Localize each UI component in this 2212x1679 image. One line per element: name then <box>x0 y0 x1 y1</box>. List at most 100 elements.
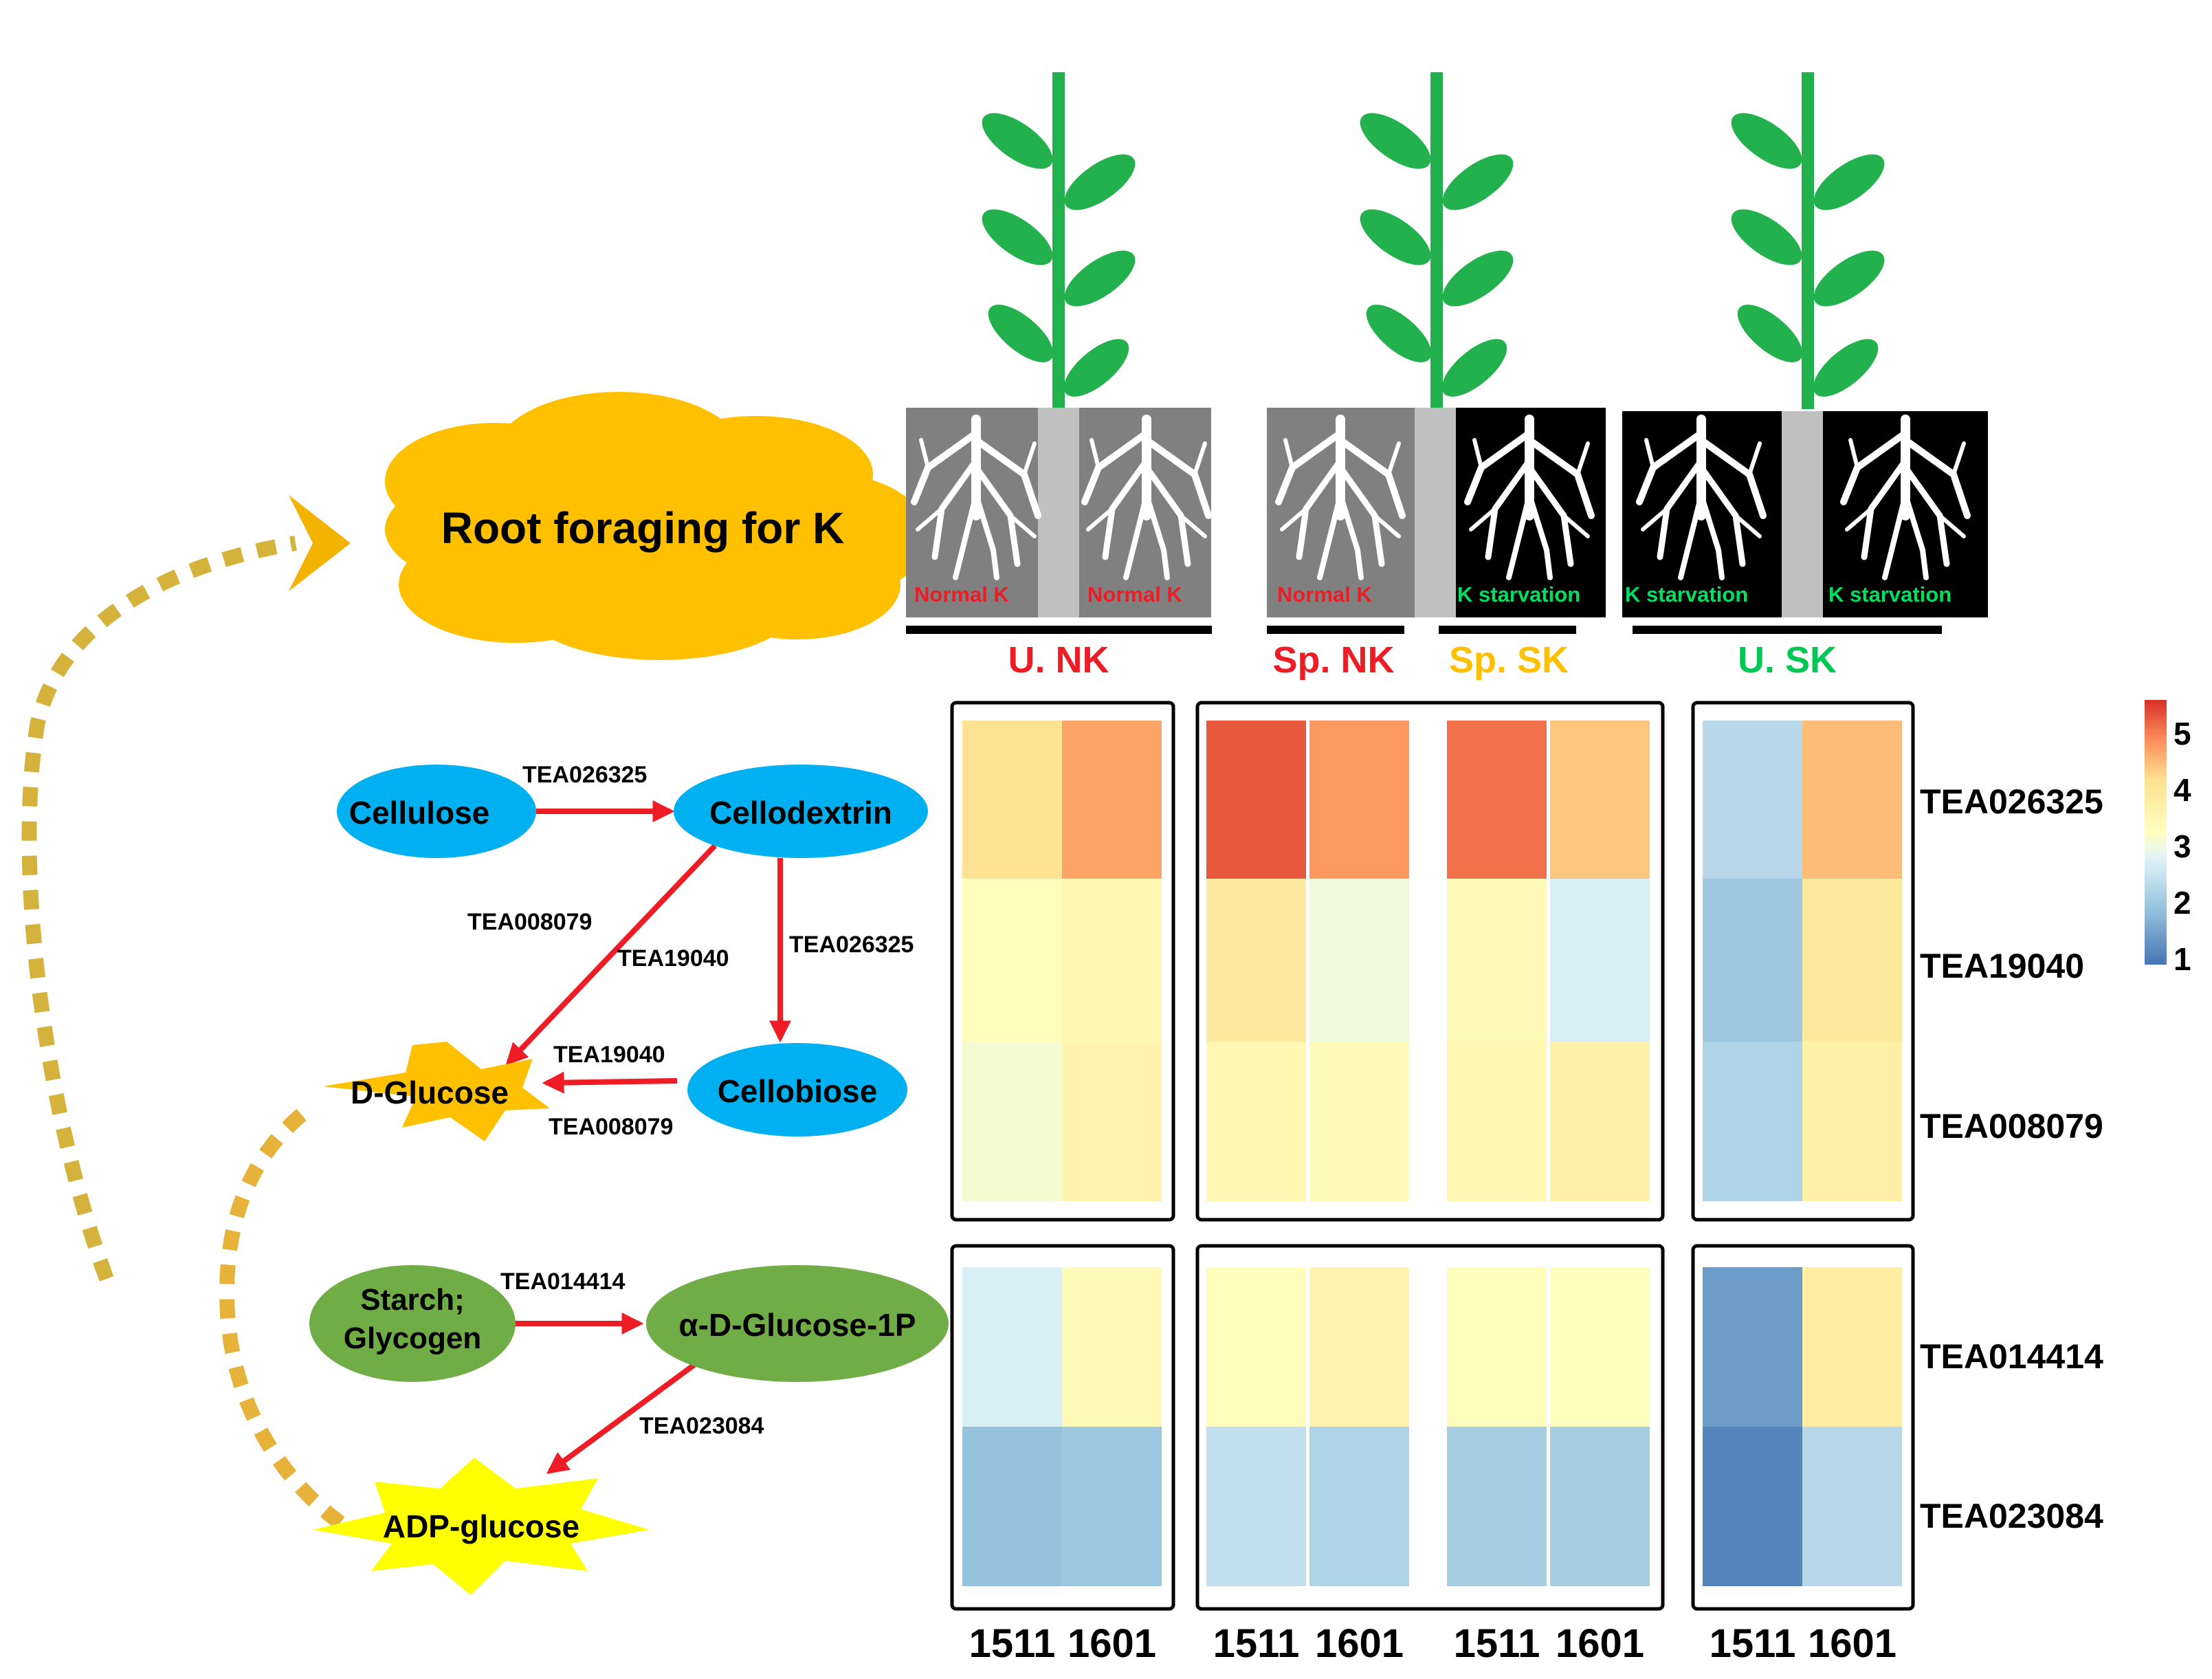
column-label: 1601 <box>1068 1621 1156 1666</box>
gene-label: TEA19040 <box>1920 947 2084 985</box>
heatmap-cell <box>1206 1427 1306 1586</box>
heatmap-cell <box>1550 1267 1650 1427</box>
gene-labels: TEA026325TEA19040TEA008079TEA014414TEA02… <box>1920 782 2103 1535</box>
heatmap-block-frame <box>1691 1244 1915 1611</box>
heatmap-block-frame <box>950 1244 1175 1611</box>
group-label-u-sk: U. SK <box>1738 639 1837 681</box>
heatmap-cell <box>1802 879 1902 1042</box>
heatmap-cell <box>1062 1267 1162 1427</box>
node-g1p-label: α-D-Glucose-1P <box>678 1307 916 1343</box>
dotted-arrowhead <box>289 495 351 591</box>
node-cellulose <box>337 765 536 858</box>
heatmap-cell <box>1309 879 1409 1042</box>
group-underline <box>906 626 1212 634</box>
group-underline <box>1267 626 1404 634</box>
node-dglucose <box>323 1042 550 1141</box>
group-label-sp-nk: Sp. NK <box>1272 639 1394 681</box>
heatmap-cell <box>1802 1427 1902 1586</box>
heatmap-cell <box>962 879 1062 1042</box>
group-underline <box>1439 626 1576 634</box>
heatmap-cell <box>1703 879 1802 1042</box>
heatmap-cell <box>1206 1042 1306 1201</box>
heatmap-block-frame <box>1195 1244 1665 1611</box>
pot-u-nk: Normal K Normal K <box>906 72 1211 617</box>
pot-left-label: Normal K <box>1277 582 1372 606</box>
arrow-cellodextrin-dglucose <box>505 844 717 1066</box>
edge-label: TEA008079 <box>549 1114 673 1140</box>
column-label: 1511 <box>969 1621 1056 1666</box>
colorbar <box>2145 700 2167 965</box>
column-label: 1601 <box>1808 1621 1896 1666</box>
node-cellobiose-label: Cellobiose <box>718 1073 878 1109</box>
plant-icon <box>1351 72 1523 409</box>
node-cellulose-label: Cellulose <box>349 795 490 831</box>
group-label-sp-sk: Sp. SK <box>1449 639 1569 681</box>
edge-label: TEA008079 <box>467 909 592 935</box>
plant-icon <box>1722 72 1894 409</box>
colorbar-tick-label: 4 <box>2174 772 2191 808</box>
heatmap-cell <box>1550 1042 1650 1201</box>
heatmap-cell <box>1309 1267 1409 1427</box>
heatmap-cell <box>1703 1427 1802 1586</box>
arrow-cellobiose-dglucose <box>542 1071 678 1094</box>
node-adpglucose-label: ADP-glucose <box>383 1508 579 1544</box>
heatmap-cell <box>1550 721 1650 879</box>
heatmap-cell <box>1309 1042 1409 1201</box>
edge-label: TEA19040 <box>553 1042 665 1068</box>
group-underline <box>1633 626 1942 634</box>
node-starch-label: Starch;Glycogen <box>344 1283 482 1355</box>
colorbar-tick-label: 3 <box>2174 828 2191 864</box>
pot-left-label: Normal K <box>914 582 1009 606</box>
edge-label: TEA023084 <box>639 1413 764 1439</box>
heatmap-cell <box>962 1267 1062 1427</box>
heatmap-block-frame <box>1691 701 1915 1222</box>
cloud-label: Root foraging for K <box>441 503 845 553</box>
gene-label: TEA014414 <box>1920 1337 2103 1376</box>
heatmap-cell <box>1447 1427 1547 1586</box>
colorbar-tick-label: 2 <box>2174 885 2191 921</box>
heatmap-cell <box>1206 721 1306 879</box>
heatmap-cell <box>1206 1267 1306 1427</box>
heatmap-cell <box>1802 721 1902 879</box>
group-label-u-nk: U. NK <box>1008 639 1109 681</box>
dotted-curve-inner <box>219 1108 345 1529</box>
colorbar-tick-label: 5 <box>2174 716 2191 751</box>
heatmap-frames <box>950 701 1915 1611</box>
heatmap-cell <box>962 1427 1062 1586</box>
column-label: 1601 <box>1315 1621 1404 1666</box>
heatmap-cell <box>1309 721 1409 879</box>
pot-right-label: K starvation <box>1457 582 1580 606</box>
node-cellobiose <box>687 1043 907 1137</box>
pot-divider <box>1415 408 1456 617</box>
heatmap-block-frame <box>950 701 1175 1222</box>
heatmap-cell <box>962 721 1062 879</box>
node-cellodextrin-label: Cellodextrin <box>709 795 892 831</box>
node-g1p <box>646 1265 949 1382</box>
pot-right-label: K starvation <box>1828 582 1951 606</box>
heatmap-block-frame <box>1195 701 1665 1222</box>
heatmap <box>962 721 1902 1586</box>
heatmap-cell <box>1447 721 1547 879</box>
column-label: 1511 <box>1454 1621 1540 1666</box>
heatmap-cell <box>1703 721 1802 879</box>
heatmap-cell <box>1703 1267 1802 1427</box>
heatmap-cell <box>1550 1427 1650 1586</box>
plant-icon <box>973 72 1144 409</box>
heatmap-cell <box>1703 1042 1802 1201</box>
edge-label: TEA19040 <box>617 945 729 972</box>
pot-right-label: Normal K <box>1087 582 1182 606</box>
heatmap-cell <box>1550 879 1650 1042</box>
gene-label: TEA008079 <box>1920 1107 2103 1145</box>
pot-u-sk: K starvation K starvation <box>1622 72 1988 617</box>
heatmap-cell <box>1802 1042 1902 1201</box>
edge-label: TEA026325 <box>522 762 647 788</box>
heatmap-cell <box>1206 879 1306 1042</box>
edge-label: TEA014414 <box>500 1269 626 1295</box>
heatmap-cell <box>1062 721 1162 879</box>
pot-sp: Normal K K starvation <box>1267 72 1606 617</box>
node-starch <box>309 1265 516 1382</box>
column-label: 1511 <box>1710 1621 1796 1666</box>
